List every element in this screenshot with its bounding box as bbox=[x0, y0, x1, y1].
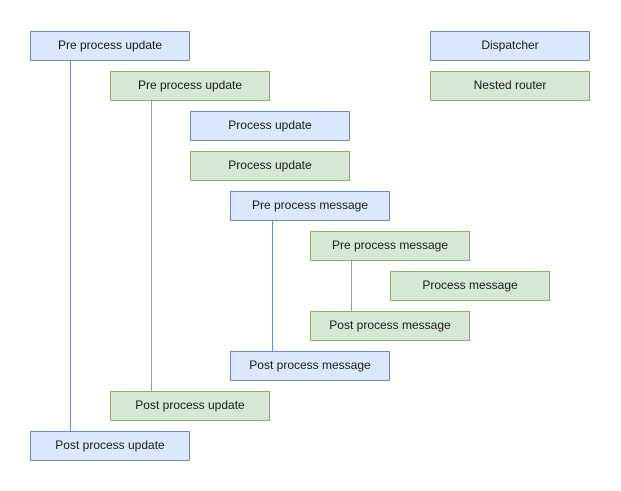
legend-item-label: Nested router bbox=[473, 78, 547, 93]
process-node-label: Post process message bbox=[329, 318, 451, 333]
process-node[interactable]: Process update bbox=[190, 151, 350, 181]
connector-line bbox=[351, 261, 352, 311]
legend-item-blue[interactable]: Dispatcher bbox=[430, 31, 590, 61]
process-node-label: Pre process update bbox=[137, 78, 243, 93]
legend-item-green[interactable]: Nested router bbox=[430, 71, 590, 101]
process-node[interactable]: Process update bbox=[190, 111, 350, 141]
process-node-label: Pre process update bbox=[57, 38, 163, 53]
legend-item-label: Dispatcher bbox=[481, 38, 539, 53]
process-node[interactable]: Pre process message bbox=[230, 191, 390, 221]
process-node-label: Post process message bbox=[249, 358, 371, 373]
process-node-label: Post process update bbox=[135, 398, 245, 413]
process-node[interactable]: Post process update bbox=[30, 431, 190, 461]
connector-line bbox=[70, 61, 71, 431]
process-node[interactable]: Pre process message bbox=[310, 231, 470, 261]
process-node-label: Process update bbox=[228, 118, 312, 133]
process-node-label: Post process update bbox=[55, 438, 165, 453]
connector-line bbox=[151, 101, 152, 391]
process-node-label: Process update bbox=[228, 158, 312, 173]
process-node[interactable]: Post process update bbox=[110, 391, 270, 421]
process-node-label: Process message bbox=[422, 278, 518, 293]
process-node[interactable]: Post process message bbox=[310, 311, 470, 341]
process-node-label: Pre process message bbox=[331, 238, 449, 253]
process-node[interactable]: Pre process update bbox=[110, 71, 270, 101]
process-node-label: Pre process message bbox=[251, 198, 369, 213]
connector-line bbox=[272, 221, 273, 351]
process-node[interactable]: Process message bbox=[390, 271, 550, 301]
process-node[interactable]: Pre process update bbox=[30, 31, 190, 61]
process-node[interactable]: Post process message bbox=[230, 351, 390, 381]
